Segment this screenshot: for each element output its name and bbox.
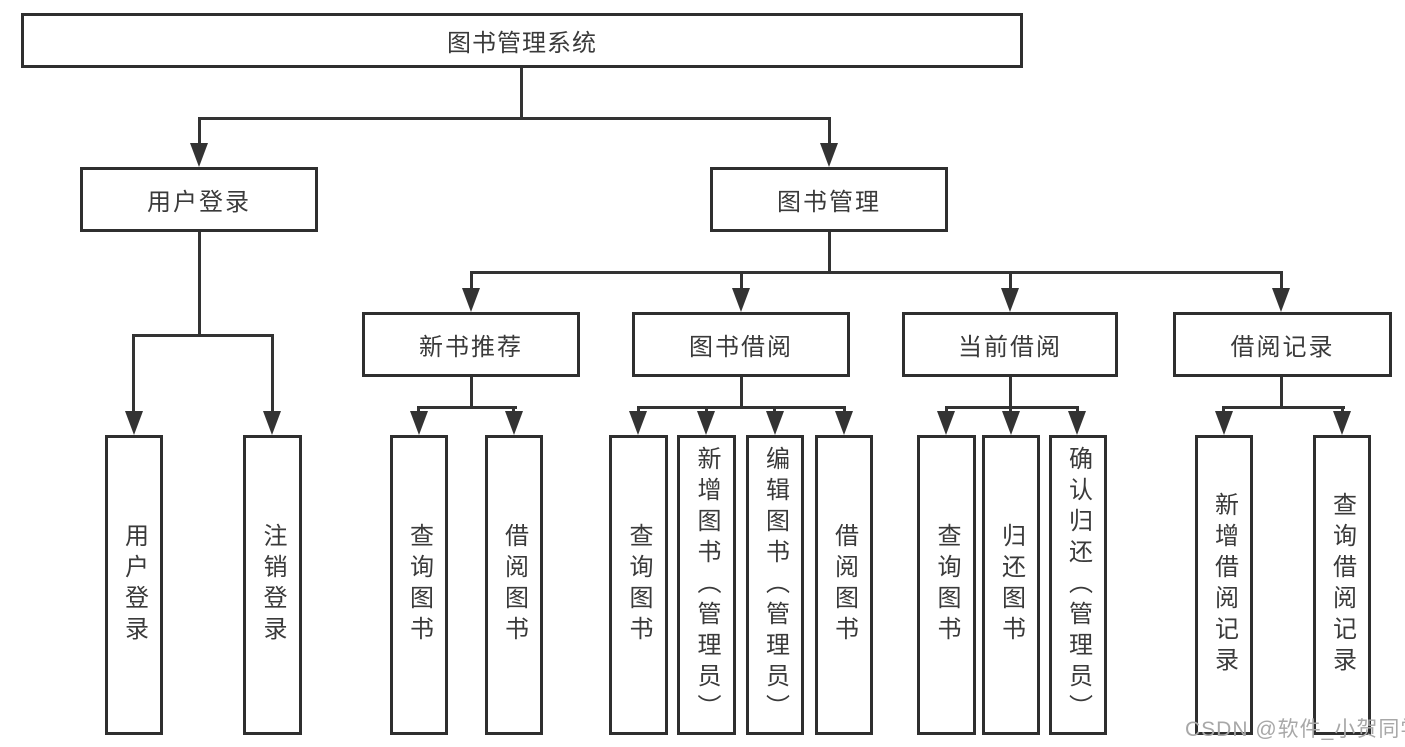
node-user-login: 用户登录 [80,167,318,232]
leaf-borrow-books: 借阅图书 [815,435,873,735]
connector-line [740,375,743,409]
leaf-confirm-return-admin: 确认归还（管理员） [1049,435,1107,735]
leaf-edit-books-admin: 编辑图书（管理员） [746,435,804,735]
arrow-down-icon [835,411,853,435]
connector-line [1222,406,1345,409]
arrow-down-icon [505,411,523,435]
arrow-down-icon [629,411,647,435]
connector-line [417,406,420,414]
node-borrowing-records: 借阅记录 [1173,312,1392,377]
node-book-borrowing: 图书借阅 [632,312,850,377]
node-current-borrowing: 当前借阅 [902,312,1118,377]
leaf-add-borrow-record: 新增借阅记录 [1195,435,1253,735]
arrow-down-icon [190,143,208,167]
arrow-down-icon [1333,411,1351,435]
connector-line [132,334,274,337]
leaf-search-books-current: 查询图书 [917,435,976,735]
connector-line [271,334,274,414]
arrow-down-icon [410,411,428,435]
leaf-user-login: 用户登录 [105,435,163,735]
leaf-return-books: 归还图书 [982,435,1040,735]
leaf-search-books-recommend: 查询图书 [390,435,448,735]
connector-line [705,406,708,414]
arrow-down-icon [1068,411,1086,435]
connector-line [1280,375,1283,409]
connector-line [1009,375,1012,409]
connector-line [470,375,473,409]
connector-line [512,406,515,414]
connector-line [1280,271,1283,291]
arrow-down-icon [697,411,715,435]
connector-line [828,117,831,146]
connector-line [1341,406,1344,414]
arrow-down-icon [1002,411,1020,435]
connector-line [740,271,743,291]
connector-line [637,406,640,414]
leaf-logout: 注销登录 [243,435,302,735]
connector-line [1076,406,1079,414]
connector-line [1009,271,1012,291]
arrow-down-icon [462,288,480,312]
node-library-management-system: 图书管理系统 [21,13,1023,68]
csdn-watermark: CSDN @软件_小贺同学 [1185,718,1405,741]
connector-line [198,117,831,120]
connector-line [1222,406,1225,414]
connector-line [945,406,948,414]
connector-line [843,406,846,414]
connector-line [828,230,831,274]
leaf-add-books-admin: 新增图书（管理员） [677,435,736,735]
connector-line [470,271,473,291]
arrow-down-icon [1272,288,1290,312]
connector-line [470,271,1283,274]
connector-line [198,117,201,146]
leaf-borrow-books-recommend: 借阅图书 [485,435,543,735]
connector-line [1009,406,1012,414]
connector-line [945,406,1079,409]
arrow-down-icon [766,411,784,435]
arrow-down-icon [732,288,750,312]
arrow-down-icon [125,411,143,435]
arrow-down-icon [1215,411,1233,435]
arrow-down-icon [937,411,955,435]
connector-line [520,66,523,119]
node-book-management: 图书管理 [710,167,948,232]
connector-line [417,406,517,409]
arrow-down-icon [263,411,281,435]
arrow-down-icon [1001,288,1019,312]
node-new-book-recommendation: 新书推荐 [362,312,580,377]
leaf-search-borrow-record: 查询借阅记录 [1313,435,1371,735]
leaf-search-books-borrowing: 查询图书 [609,435,668,735]
connector-line [132,334,135,414]
connector-line [773,406,776,414]
connector-line [198,230,201,336]
connector-line [637,406,846,409]
arrow-down-icon [820,143,838,167]
